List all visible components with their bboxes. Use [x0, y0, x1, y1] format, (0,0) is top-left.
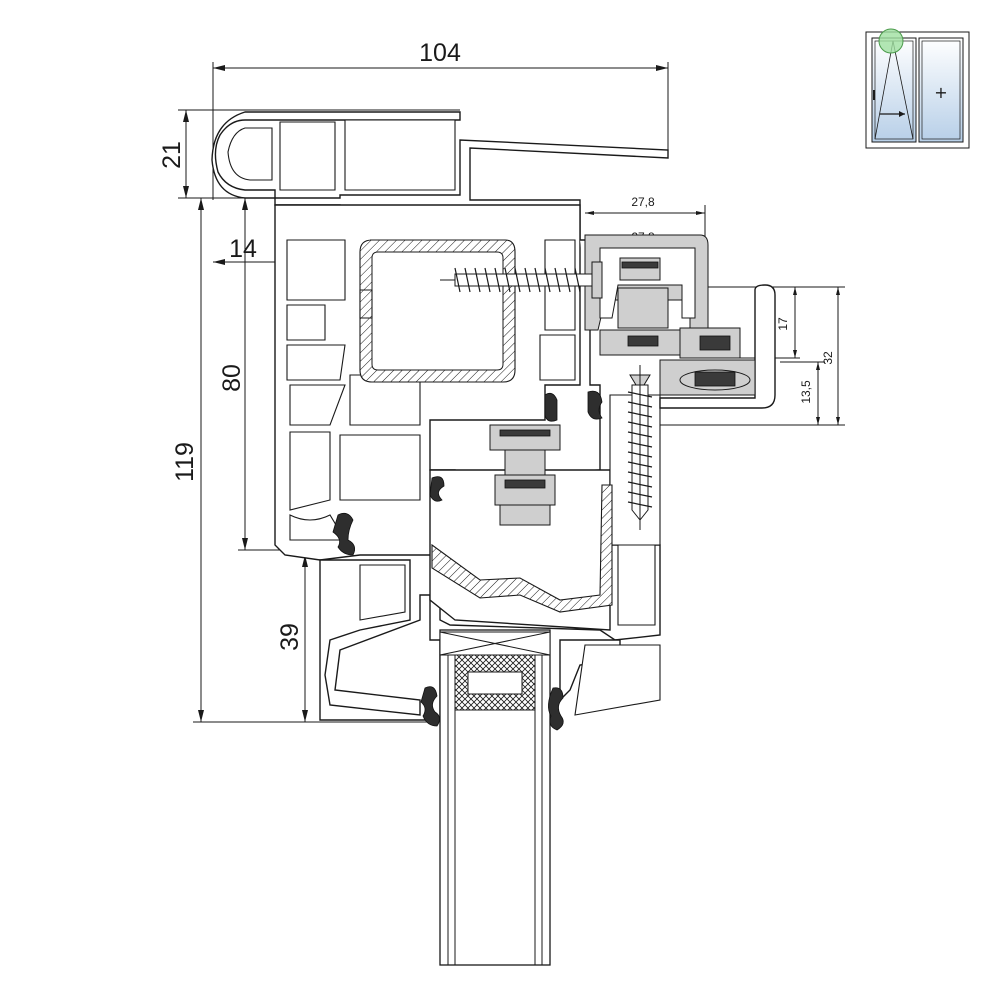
dimension-bottom-height: 39 [276, 555, 308, 722]
gasket-glass-inner [548, 687, 564, 731]
gasket-frame-bottom [420, 686, 440, 727]
sash-hinge-block [489, 424, 561, 451]
glass-unit [439, 629, 551, 966]
gasket-sash-top [587, 390, 603, 420]
thumbnail-plus-sign: + [934, 83, 947, 102]
dim-label-80: 80 [218, 364, 246, 392]
dim-label-32: 32 [821, 351, 835, 365]
dim-label-21: 21 [158, 141, 186, 169]
gasket-sash-left [544, 392, 558, 422]
dim-label-39: 39 [276, 623, 304, 651]
dimension-lip-height: 21 [158, 109, 460, 199]
dim-label-13-5: 13,5 [799, 380, 813, 404]
sash-screw [627, 365, 653, 530]
thumbnail-hinge-marker [878, 28, 904, 54]
sash-profile [429, 239, 661, 716]
frame-profile [211, 111, 669, 721]
dimension-overall-height: 119 [171, 198, 430, 723]
dimension-frame-height: 80 [218, 198, 320, 551]
dim-label-17: 17 [776, 317, 790, 331]
dim-label-119: 119 [171, 442, 199, 482]
gasket-frame-outer [332, 512, 356, 556]
window-type-thumbnail: + [865, 28, 970, 149]
gasket-glass-outer [429, 476, 445, 502]
dim-label-27-8-top: 27,8 [631, 195, 655, 209]
gaskets [332, 390, 603, 731]
dim-label-14: 14 [229, 235, 257, 263]
dim-label-104: 104 [419, 39, 461, 67]
sash-steel-reinforcement [431, 484, 613, 613]
hinge-arm [659, 284, 776, 409]
dimension-offset-left: 14 [213, 235, 280, 265]
hinge-hardware [489, 234, 776, 526]
dimension-overall-width: 104 [212, 39, 669, 200]
frame-screw [440, 261, 603, 299]
